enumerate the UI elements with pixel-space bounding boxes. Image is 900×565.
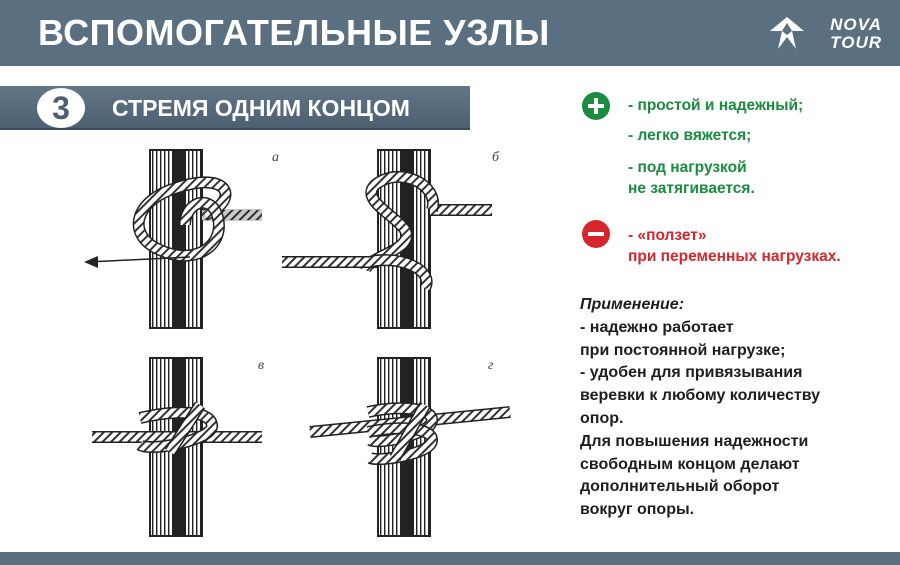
usage-line: веревки к любому количеству xyxy=(580,387,821,405)
logo-line-2: TOUR xyxy=(830,33,882,52)
brand-logo: NOVA TOUR xyxy=(770,12,882,54)
section-title: СТРЕМЯ ОДНИМ КОНЦОМ xyxy=(112,95,410,121)
figure-v-drawing xyxy=(92,357,262,537)
con-item-1: - «ползет» xyxy=(628,227,707,244)
pro-item-3-cont: не затягивается. xyxy=(628,180,755,197)
compass-logo-icon xyxy=(770,17,804,49)
figure-label-b: б xyxy=(492,150,500,165)
figure-a-drawing xyxy=(84,149,262,329)
page-title: ВСПОМОГАТЕЛЬНЫЕ УЗЛЫ xyxy=(38,12,550,53)
footer-bar xyxy=(0,552,900,565)
con-item-1-cont: при переменных нагрузках. xyxy=(628,248,841,265)
usage-line: - надежно работает xyxy=(580,318,734,336)
section-number: 3 xyxy=(37,88,85,128)
usage-line: вокруг опоры. xyxy=(580,501,695,519)
pro-item-3: - под нагрузкой xyxy=(628,159,747,176)
figure-b-drawing xyxy=(282,149,492,329)
usage-line: - удобен для привязывания xyxy=(580,364,803,382)
minus-icon xyxy=(582,220,610,248)
usage-line: свободным концом делают xyxy=(580,455,800,473)
figure-label-a: а xyxy=(272,150,279,165)
usage-line: дополнительный оборот xyxy=(580,478,780,496)
usage-block: Применение: - надежно работает при посто… xyxy=(580,294,890,522)
pro-item-1: - простой и надежный; xyxy=(628,97,804,114)
header-bar: ВСПОМОГАТЕЛЬНЫЕ УЗЛЫ NOVA TOUR xyxy=(0,0,900,66)
figure-label-g: г xyxy=(488,358,494,373)
knot-illustrations xyxy=(84,149,511,537)
usage-heading: Применение: xyxy=(580,296,685,313)
usage-line: Для повышения надежности xyxy=(580,432,809,450)
usage-line: опор. xyxy=(580,409,624,427)
figure-g-drawing xyxy=(309,357,511,537)
pro-item-2: - легко вяжется; xyxy=(628,127,752,144)
logo-line-1: NOVA xyxy=(830,15,882,34)
usage-line: при постоянной нагрузке; xyxy=(580,341,786,359)
plus-icon xyxy=(582,92,610,120)
figure-label-v: в xyxy=(258,358,265,373)
